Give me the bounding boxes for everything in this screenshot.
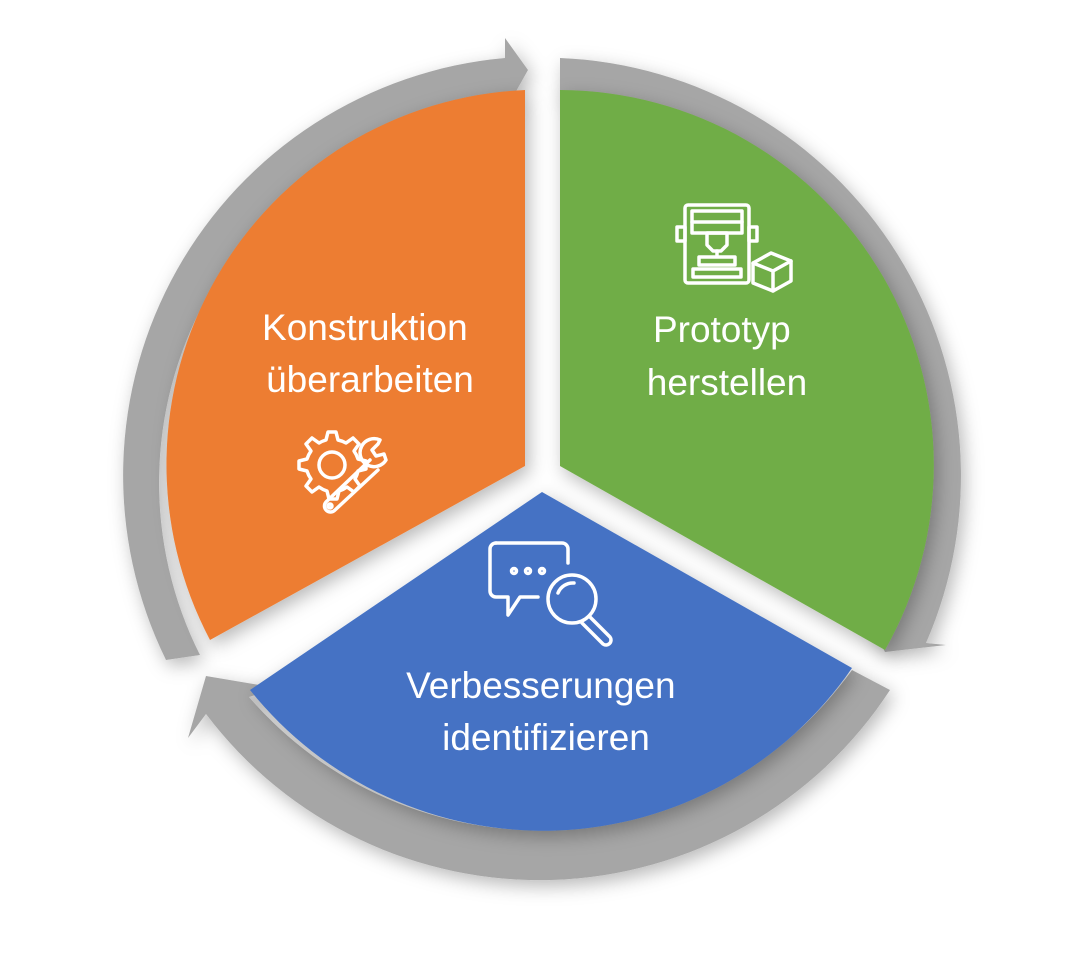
segment-improve-line2: identifizieren (442, 717, 650, 758)
pie-segments (166, 90, 934, 831)
cycle-arrow-bottom (188, 670, 890, 881)
segment-design-label: Konstruktion überarbeiten (262, 307, 478, 400)
chat-magnifier-icon (488, 541, 613, 647)
cycle-arrow-right (560, 58, 961, 652)
segment-prototype-line2: herstellen (647, 362, 807, 403)
gear-wrench-icon (297, 430, 388, 514)
segment-improve-label: Verbesserungen identifizieren (406, 665, 686, 758)
3d-printer-icon (675, 203, 793, 293)
segment-prototype (560, 90, 934, 650)
segment-design (166, 90, 525, 640)
segment-design-line1: Konstruktion (262, 307, 468, 348)
segment-prototype-label: Prototyp herstellen (647, 309, 807, 403)
segment-prototype-line1: Prototyp (653, 309, 791, 350)
segment-design-line2: überarbeiten (266, 359, 474, 400)
segment-improve (250, 492, 852, 831)
segment-improve-line1: Verbesserungen (406, 665, 675, 706)
